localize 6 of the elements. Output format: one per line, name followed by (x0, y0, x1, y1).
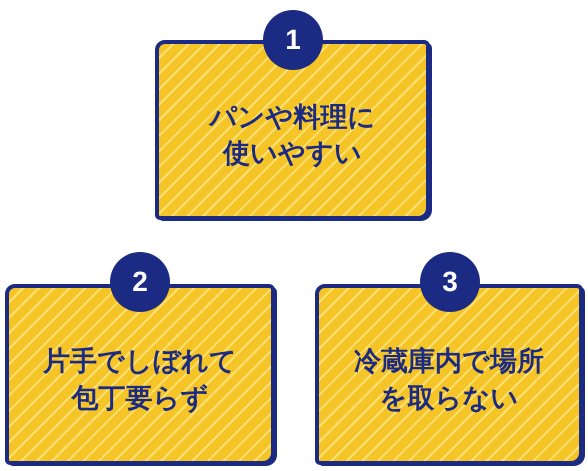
number-circle: 1 (263, 10, 323, 70)
feature-text: パンや料理に使いやすい (208, 100, 376, 171)
feature-text: 片手でしぼれて包丁要らず (42, 345, 238, 416)
number-circle: 2 (110, 252, 170, 312)
number-circle: 3 (420, 252, 480, 312)
feature-text: 冷蔵庫内で場所を取らない (352, 345, 545, 416)
